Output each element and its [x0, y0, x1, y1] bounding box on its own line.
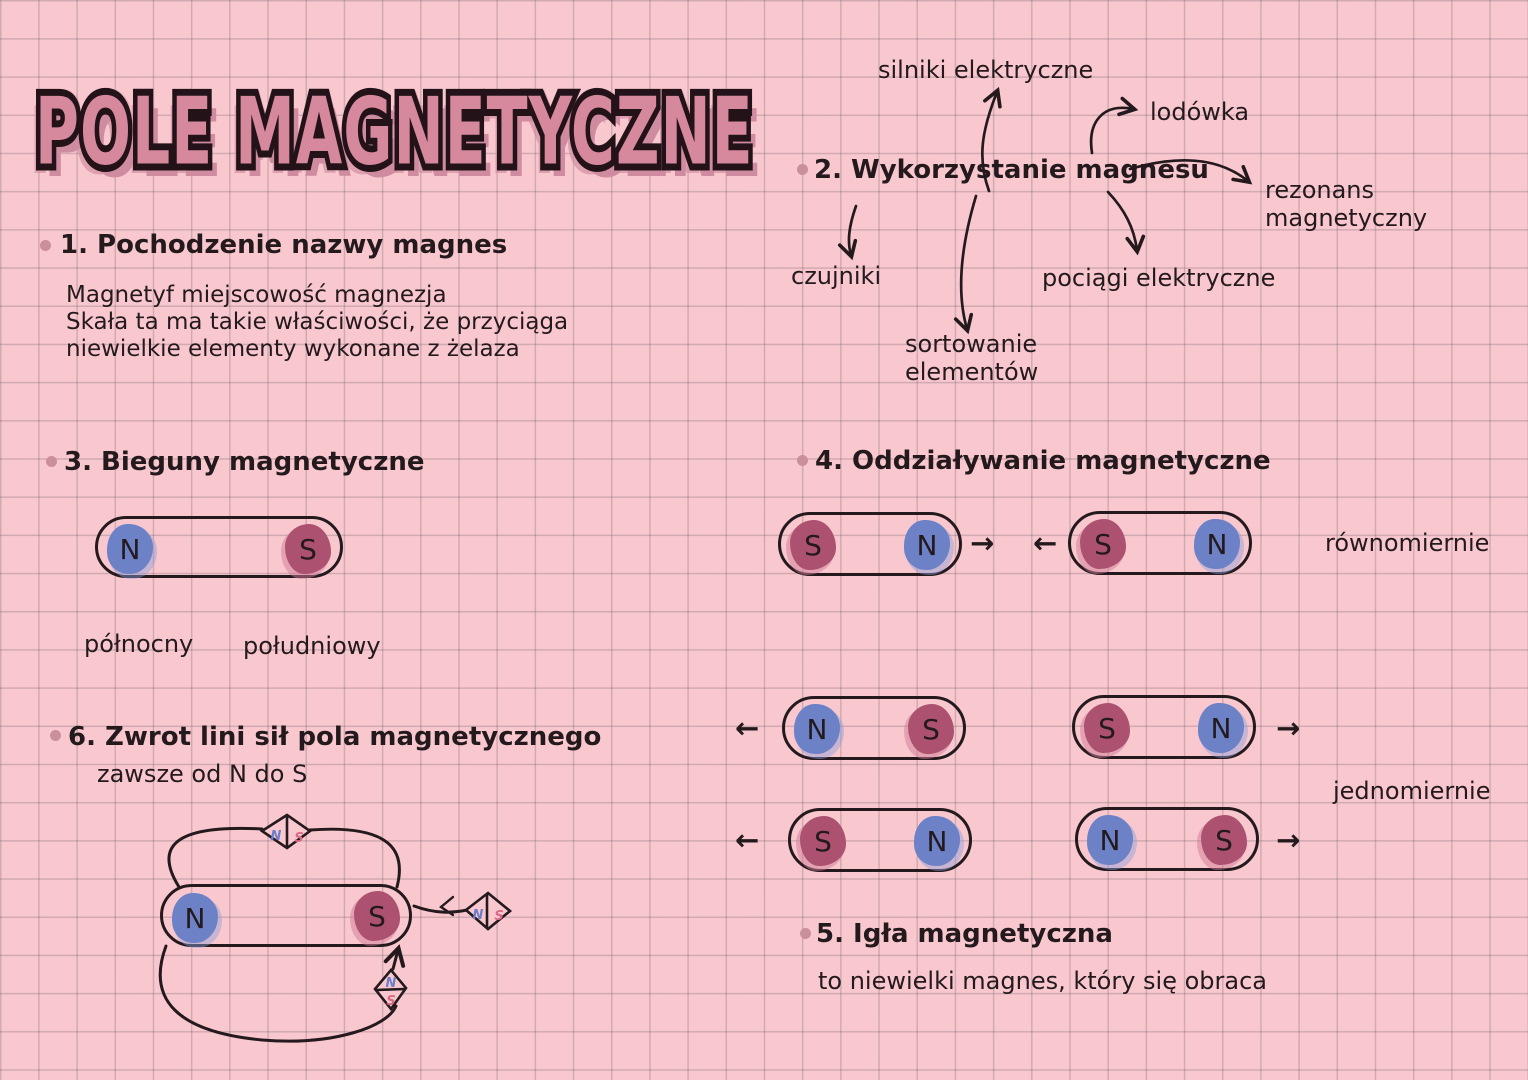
magnet-row3-right: N S: [1075, 807, 1259, 871]
south-pole: S: [790, 520, 836, 570]
mindmap-node-czujniki: czujniki: [791, 262, 882, 290]
south-pole: S: [800, 816, 846, 866]
bullet-dot-4: [797, 455, 808, 466]
mindmap-node-pociagi: pociągi elektryczne: [1042, 264, 1276, 292]
mindmap-node-sortowanie: sortowanie elementów: [905, 330, 1039, 386]
bullet-dot-5: [800, 928, 811, 939]
bullet-dot-6: [50, 730, 61, 741]
field-line-bottom: [158, 944, 398, 1043]
magnet-row1-left: S N: [778, 512, 962, 576]
arrow-right: →: [970, 526, 995, 560]
arrow-to-czujniki: [849, 204, 858, 255]
south-pole: S: [1084, 703, 1130, 753]
north-pole: N: [1087, 815, 1133, 865]
arrow-to-sortowanie: [961, 194, 978, 329]
compass-bottom-divider: [374, 987, 407, 992]
page-title-outline: POLE MAGNETYCZNE: [31, 78, 758, 187]
section5-heading: 5. Igła magnetyczna: [816, 919, 1113, 949]
label-jednomiernie: jednomiernie: [1333, 777, 1491, 805]
arrow-left: ←: [1033, 526, 1058, 560]
section4-heading: 4. Oddziaływanie magnetyczne: [815, 446, 1271, 476]
north-pole: N: [794, 704, 840, 754]
field-line-top-left: [167, 826, 264, 889]
south-pole: S: [285, 524, 331, 574]
magnet-row2-right: S N: [1072, 695, 1256, 759]
north-pole: N: [914, 816, 960, 866]
field-line-bottom-arrow: [393, 950, 398, 971]
bullet-dot-2: [797, 164, 808, 175]
field-line-right: [412, 904, 469, 914]
label-polnocny: północny: [84, 630, 194, 658]
section1-heading: 1. Pochodzenie nazwy magnes: [60, 230, 508, 260]
north-pole: N: [107, 524, 153, 574]
label-poludniowy: południowy: [243, 632, 381, 660]
compass-needle-right: [463, 891, 513, 931]
south-pole: S: [908, 704, 954, 754]
compass-needle-top: [259, 813, 313, 850]
mindmap-node-lodowka: lodówka: [1150, 98, 1250, 126]
section1-body: Magnetyf miejscowość magnezja Skała ta m…: [66, 282, 569, 362]
section3-heading: 3. Bieguny magnetyczne: [64, 447, 425, 477]
magnet-row1-right: S N: [1068, 511, 1252, 575]
mindmap-node-rezonans: rezonans magnetyczny: [1265, 176, 1428, 232]
bar-magnet-field-diagram: N S: [160, 884, 412, 947]
compass-right-s-label: S: [494, 909, 503, 924]
arrow-left: ←: [735, 711, 760, 745]
south-pole: S: [1201, 815, 1247, 865]
arrow-to-pociagi: [1106, 190, 1137, 250]
page-title-fill: POLE MAGNETYCZNE: [35, 78, 754, 187]
compass-top-s-label: S: [294, 831, 303, 846]
magnet-row3-left: S N: [788, 808, 972, 872]
south-pole: S: [1080, 519, 1126, 569]
compass-right-n-label: N: [473, 908, 484, 923]
magnet-row2-left: N S: [782, 696, 966, 760]
north-pole: N: [1194, 519, 1240, 569]
arrow-left: ←: [735, 823, 760, 857]
section6-body: zawsze od N do S: [97, 760, 308, 788]
north-pole: N: [904, 520, 950, 570]
arrow-right: →: [1276, 711, 1301, 745]
compass-bottom-s-label: S: [386, 994, 395, 1009]
compass-needle-bottom: [373, 967, 408, 1012]
label-rownomiernie: równomiernie: [1325, 529, 1490, 557]
north-pole: N: [172, 893, 218, 943]
section5-body: to niewielki magnes, który się obraca: [818, 967, 1268, 995]
compass-top-n-label: N: [271, 829, 282, 844]
field-line-right-arrowhead: [438, 895, 455, 917]
bullet-dot-1: [40, 240, 51, 251]
arrow-right: →: [1276, 823, 1301, 857]
north-pole: N: [1198, 703, 1244, 753]
section6-heading: 6. Zwrot lini sił pola magnetycznego: [68, 722, 602, 752]
south-pole: S: [354, 891, 400, 941]
mindmap-node-silniki: silniki elektryczne: [878, 56, 1094, 84]
section2-heading: 2. Wykorzystanie magnesu: [814, 155, 1209, 185]
compass-bottom-n-label: N: [386, 976, 397, 991]
bar-magnet-section3: N S: [95, 516, 343, 578]
page-title: POLE MAGNETYCZNE POLE MAGNETYCZNE: [31, 78, 758, 187]
bullet-dot-3: [46, 456, 57, 467]
field-line-top-right: [308, 827, 401, 889]
arrow-to-lodowka: [1089, 108, 1133, 155]
